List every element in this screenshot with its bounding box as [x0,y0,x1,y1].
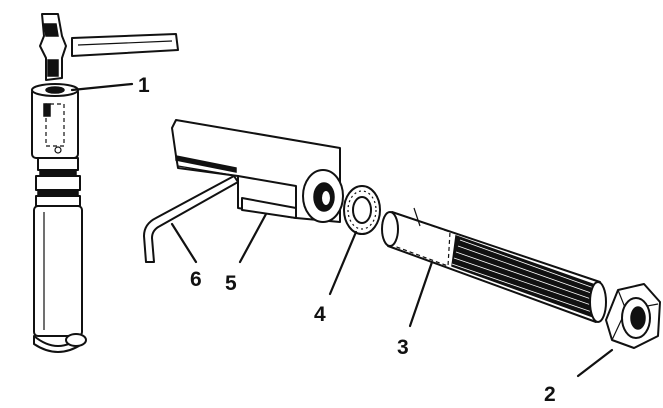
callout-3: 3 [397,336,409,359]
callout-5: 5 [225,272,237,295]
hammer [39,13,179,81]
leader-2 [576,348,614,378]
leader-6 [170,222,198,264]
leader-1 [70,82,134,92]
hex-nut [605,283,661,349]
tube-assembly [33,157,87,353]
allen-wrench [143,175,239,263]
callout-4: 4 [314,303,326,326]
threaded-rod [381,207,607,323]
driver-tool [31,83,79,159]
sleeve-housing [171,119,344,223]
callout-6: 6 [190,268,202,291]
callout-1: 1 [138,74,150,97]
leader-3 [408,260,434,328]
washer [343,185,381,235]
leader-4 [328,230,358,296]
callout-2: 2 [544,383,556,406]
leader-lines [70,82,614,378]
leader-5 [238,212,268,264]
